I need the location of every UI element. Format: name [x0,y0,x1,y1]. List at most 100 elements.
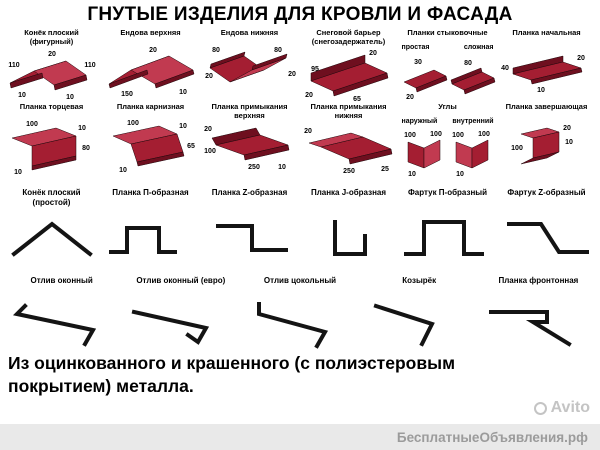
profile-line [215,224,288,252]
profile-line [131,309,209,345]
profile-card: Фартук П-образный [398,188,497,262]
product-shape-illustration: 100 10 65 10 [111,120,194,174]
product-shape-illustration: 80 80 20 20 [205,47,296,83]
profile-drawing [131,309,209,345]
dimension-label: 30 [414,59,422,66]
product-name: Ендова верхняя [120,28,181,37]
profile-card: Козырёк [360,276,479,350]
profile-line [506,222,589,254]
dimension-label: 20 [48,51,56,58]
shape-face [154,69,194,89]
shape-face [251,53,287,71]
variant-labels: простая сложная [402,44,494,54]
dimension-label: 110 [84,62,95,69]
product-card: Планка торцевая 100 10 80 10 [2,102,101,180]
profile-line [257,302,329,349]
dimension-label: 95 [311,66,319,73]
dimension-label: 100 [127,120,139,127]
dimension-label: 100 [204,148,216,155]
variant-label: простая [401,44,430,51]
profile-card: Планка фронтонная [479,276,598,350]
profile-name: Фартук П-образный [407,188,488,197]
dimension-label: 10 [18,92,26,99]
profile-drawing [506,222,589,254]
product-shape-illustration: 30 80 20 [402,59,495,100]
profile-card: Конёк плоский (простой) [2,188,101,262]
product-card: Планки стыковочные простая сложная 30 80… [398,28,497,103]
bottom-bar: БесплатныеОбъявления.рф [0,424,600,450]
dimension-label: 10 [119,167,127,174]
product-name: Ендова нижняя [220,28,279,37]
dimension-label: 20 [288,71,296,78]
dimension-label: 10 [408,171,416,178]
variant-label: наружный [401,118,438,125]
profile-line [10,221,93,257]
profiles-row-1: Конёк плоский (простой) Планка П-образна… [2,188,598,262]
product-shape-illustration: 20 95 65 20 [305,50,388,103]
profile-name: Планка J-образная [310,188,387,197]
product-shape-illustration: 100 100 10 100 100 10 [404,131,490,178]
dimension-label: 20 [205,73,213,80]
profile-card: Планка J-образная [299,188,398,262]
dimension-label: 10 [565,139,573,146]
product-card: Планка карнизная 100 10 65 10 [101,102,200,180]
dimension-label: 10 [456,171,464,178]
variant-label: сложная [463,44,494,51]
dimension-label: 150 [121,91,133,98]
product-name: Планка карнизная [116,102,185,111]
dimension-label: 10 [278,164,286,171]
profile-card: Отлив оконный [2,276,121,350]
profile-name: Планка П-образная [112,188,189,197]
dimension-label: 20 [305,92,313,99]
dimension-label: 20 [577,55,585,62]
footer-text: Из оцинкованного и крашенного (с полиэст… [8,353,456,396]
product-shape-illustration: 20 10 100 [511,125,573,165]
product-name: Планка торцевая [19,102,84,111]
dimension-label: 65 [353,96,361,103]
shape-face [31,155,76,171]
profile-card: Фартук Z-образный [497,188,596,262]
avito-watermark: Avito [533,399,590,417]
dimension-label: 40 [501,65,509,72]
dimension-label: 100 [26,121,38,128]
dimension-label: 10 [179,123,187,130]
shape-face [243,144,289,161]
product-card: Планка завершающая 20 10 100 [497,102,596,180]
dimension-label: 10 [179,89,187,96]
product-shape-illustration: 100 10 80 10 [10,121,90,176]
variant-labels: наружный внутренний [402,118,494,128]
profile-card: Планка П-образная [101,188,200,262]
product-name: Конёк плоский (фигурный) [24,28,79,47]
dimension-label: 250 [343,168,355,175]
dimension-label: 100 [478,131,490,138]
shape-face [530,67,582,85]
product-card: Ендова верхняя 20 150 10 [101,28,200,103]
profile-name: Отлив цокольный [263,276,337,285]
dimension-label: 100 [452,132,464,139]
product-name: Планка начальная [512,28,581,37]
dimension-label: 80 [82,145,90,152]
dimension-label: 100 [404,132,416,139]
product-name: Углы [438,102,457,111]
profile-drawing [12,303,96,347]
product-shape-illustration: 20 40 10 [501,55,585,94]
product-shape-illustration: 20 150 10 [108,47,194,98]
profile-name: Козырёк [402,276,437,285]
profile-line [489,310,573,347]
dimension-label: 25 [381,166,389,173]
shape-face [209,51,245,69]
dimension-label: 20 [369,50,377,57]
product-card: Планка начальная 20 40 10 [497,28,596,103]
product-card: Углы наружный внутренний 100 100 10 100 … [398,102,497,180]
product-name: Планка примыкания верхняя [211,102,288,121]
profile-drawing [215,224,288,252]
shape-face [9,72,43,89]
variant-label: внутренний [452,118,494,125]
profile-name: Отлив оконный [30,276,93,285]
dimension-label: 250 [248,164,260,171]
dimension-label: 100 [430,131,442,138]
product-card: Ендова нижняя 80 80 20 20 [200,28,299,103]
dimension-label: 20 [204,126,212,133]
profile-line [332,220,367,256]
avito-watermark-text: Avito [550,399,590,416]
